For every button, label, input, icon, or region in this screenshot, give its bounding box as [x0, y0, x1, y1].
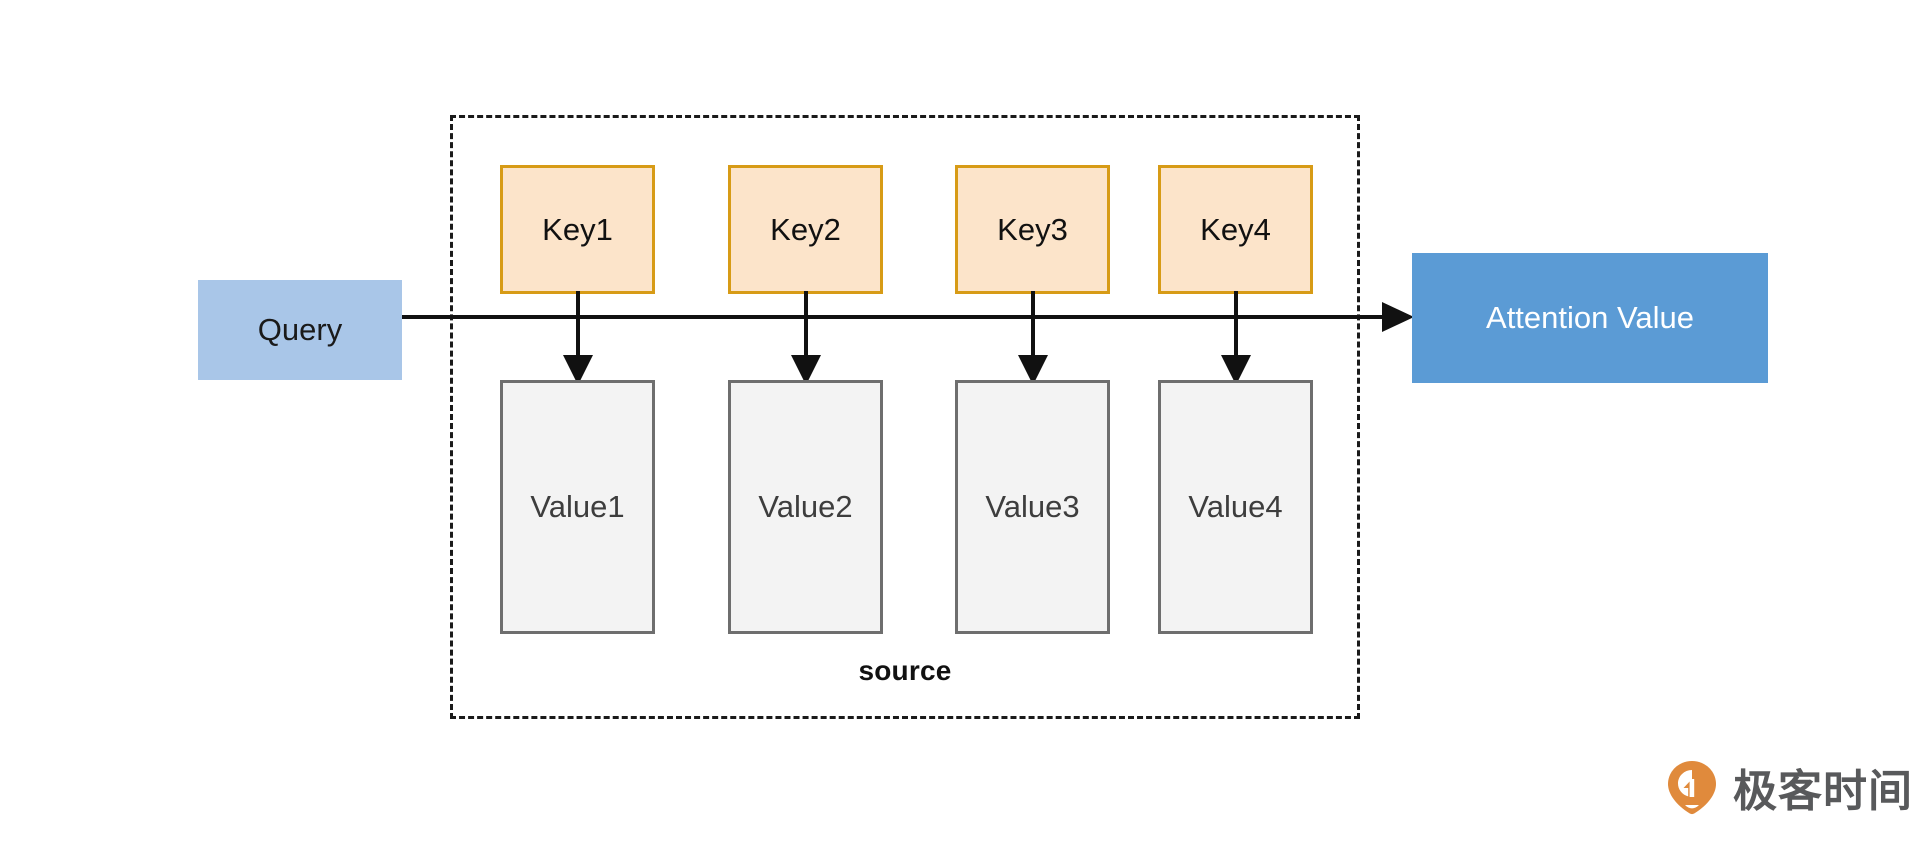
key-box-4[interactable]: Key4 — [1158, 165, 1313, 294]
key-label-4: Key4 — [1200, 211, 1271, 247]
query-to-output-connector — [402, 315, 1390, 319]
key3-to-value3-connector — [1031, 291, 1035, 361]
watermark-logo: 极客时间 — [1663, 755, 1913, 819]
attention-value-box[interactable]: Attention Value — [1412, 253, 1768, 383]
value-box-3[interactable]: Value3 — [955, 380, 1110, 634]
value-label-4: Value4 — [1188, 489, 1283, 525]
value-box-1[interactable]: Value1 — [500, 380, 655, 634]
value-label-2: Value2 — [758, 489, 853, 525]
query-to-output-arrowhead-icon — [1382, 302, 1414, 332]
key1-to-value1-connector — [576, 291, 580, 361]
attention-value-label: Attention Value — [1486, 300, 1694, 336]
key-box-2[interactable]: Key2 — [728, 165, 883, 294]
value-box-4[interactable]: Value4 — [1158, 380, 1313, 634]
value-label-1: Value1 — [530, 489, 625, 525]
key-label-1: Key1 — [542, 211, 613, 247]
value-box-2[interactable]: Value2 — [728, 380, 883, 634]
key-box-3[interactable]: Key3 — [955, 165, 1110, 294]
query-label: Query — [257, 312, 343, 348]
source-group-label: source — [858, 655, 952, 686]
key-label-2: Key2 — [770, 211, 841, 247]
geektime-logo-icon — [1663, 758, 1721, 816]
value-label-3: Value3 — [985, 489, 1080, 525]
key-label-3: Key3 — [997, 211, 1068, 247]
watermark-brand-text: 极客时间 — [1733, 766, 1913, 817]
key-box-1[interactable]: Key1 — [500, 165, 655, 294]
key4-to-value4-connector — [1234, 291, 1238, 361]
query-box[interactable]: Query — [198, 280, 402, 380]
source-group-container — [450, 115, 1360, 719]
key2-to-value2-connector — [804, 291, 808, 361]
